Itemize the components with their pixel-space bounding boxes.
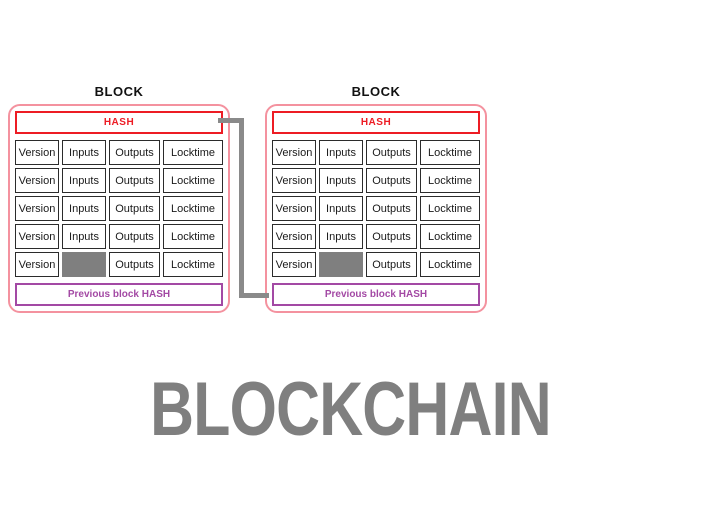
hash-link-connector-top [218, 118, 244, 123]
table-cell: Version [272, 168, 316, 193]
table-cell: Inputs [62, 196, 106, 221]
table-cell-empty-gray [319, 252, 363, 277]
table-cell: Version [272, 140, 316, 165]
block-2-body: HASH Version Inputs Outputs Locktime Ver… [265, 104, 487, 313]
block-2-title: BLOCK [351, 84, 401, 99]
table-cell: Inputs [319, 196, 363, 221]
table-cell: Version [15, 196, 59, 221]
table-cell: Outputs [366, 168, 417, 193]
hash-link-connector-bottom [239, 293, 269, 298]
block-1-hash-box: HASH [15, 111, 223, 134]
hash-link-connector-vertical [239, 118, 244, 298]
table-cell: Inputs [319, 140, 363, 165]
table-cell: Locktime [163, 224, 223, 249]
blockchain-caption: BLOCKCHAIN [150, 367, 551, 452]
table-cell: Locktime [420, 224, 480, 249]
table-cell: Inputs [319, 224, 363, 249]
table-cell: Outputs [366, 196, 417, 221]
table-cell: Outputs [366, 224, 417, 249]
block-2: BLOCK HASH Version Inputs Outputs Lockti… [265, 84, 487, 313]
table-cell: Outputs [109, 196, 160, 221]
block-2-hash-box: HASH [272, 111, 480, 134]
table-cell: Locktime [163, 140, 223, 165]
table-cell: Locktime [420, 252, 480, 277]
table-cell: Inputs [62, 168, 106, 193]
table-cell: Inputs [62, 140, 106, 165]
table-cell: Inputs [319, 168, 363, 193]
table-cell: Inputs [62, 224, 106, 249]
table-cell-empty-gray [62, 252, 106, 277]
table-cell: Locktime [163, 252, 223, 277]
table-cell: Version [15, 168, 59, 193]
table-cell: Locktime [420, 168, 480, 193]
table-cell: Outputs [366, 140, 417, 165]
table-cell: Version [272, 252, 316, 277]
table-cell: Locktime [420, 140, 480, 165]
table-cell: Locktime [163, 168, 223, 193]
table-cell: Locktime [163, 196, 223, 221]
block-2-previous-hash-box: Previous block HASH [272, 283, 480, 306]
block-2-transaction-table: Version Inputs Outputs Locktime Version … [272, 140, 480, 277]
block-1: BLOCK HASH Version Inputs Outputs Lockti… [8, 84, 230, 313]
table-cell: Version [272, 224, 316, 249]
table-cell: Locktime [420, 196, 480, 221]
block-1-title: BLOCK [94, 84, 144, 99]
table-cell: Outputs [109, 252, 160, 277]
table-cell: Outputs [109, 168, 160, 193]
table-cell: Outputs [109, 224, 160, 249]
table-cell: Version [15, 140, 59, 165]
table-cell: Version [15, 252, 59, 277]
table-cell: Outputs [366, 252, 417, 277]
block-1-transaction-table: Version Inputs Outputs Locktime Version … [15, 140, 223, 277]
table-cell: Outputs [109, 140, 160, 165]
block-1-body: HASH Version Inputs Outputs Locktime Ver… [8, 104, 230, 313]
table-cell: Version [15, 224, 59, 249]
table-cell: Version [272, 196, 316, 221]
block-1-previous-hash-box: Previous block HASH [15, 283, 223, 306]
